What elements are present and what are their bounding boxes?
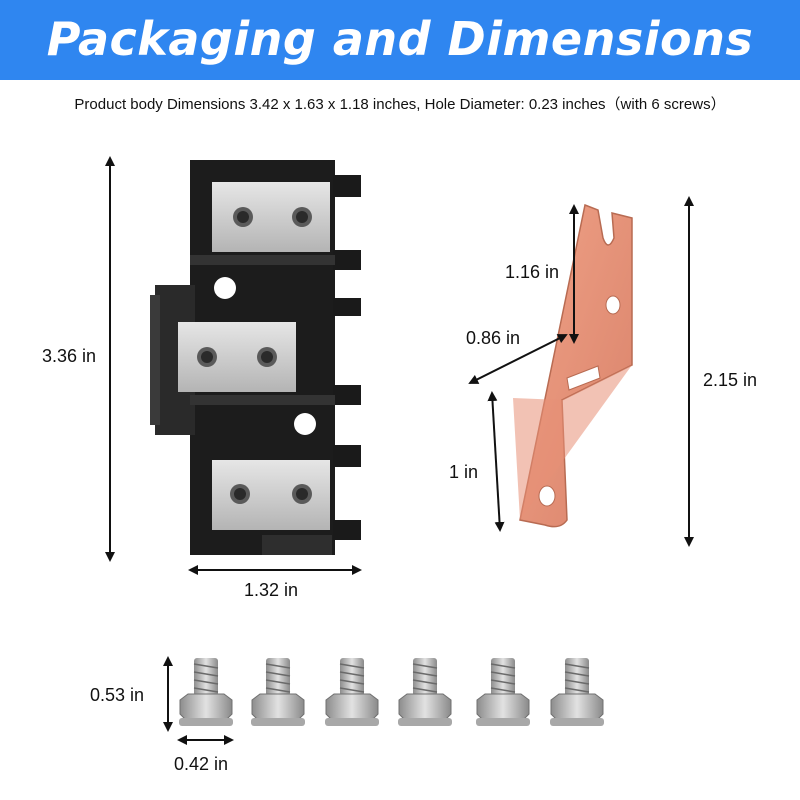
header-banner	[0, 0, 800, 80]
screw	[398, 658, 452, 726]
terminal-lug-top	[212, 182, 330, 252]
screw	[325, 658, 379, 726]
screw	[550, 658, 604, 726]
block-height-label: 3.36 in	[42, 346, 97, 366]
product-dimensions-text: Product body Dimensions 3.42 x 1.63 x 1.…	[74, 96, 726, 113]
terminal-lug-middle	[178, 322, 296, 392]
strap-offset-label: 0.86 in	[466, 328, 521, 348]
screw	[179, 658, 233, 726]
strap-top-label: 1.16 in	[505, 262, 560, 282]
screw	[476, 658, 530, 726]
screw-set	[179, 658, 604, 726]
screw-height-label: 0.53 in	[90, 685, 145, 705]
page-title: Packaging and Dimensions	[46, 12, 754, 66]
block-width-label: 1.32 in	[244, 580, 299, 600]
strap-bottom-label: 1 in	[449, 462, 479, 482]
terminal-lug-bottom	[212, 460, 330, 530]
screw	[251, 658, 305, 726]
meter-block	[150, 160, 361, 555]
strap-bottom-arrow	[487, 391, 505, 532]
strap-offset-arrow	[468, 334, 568, 384]
copper-strap	[513, 203, 633, 528]
strap-height-label: 2.15 in	[703, 370, 758, 390]
screw-width-label: 0.42 in	[174, 754, 229, 774]
